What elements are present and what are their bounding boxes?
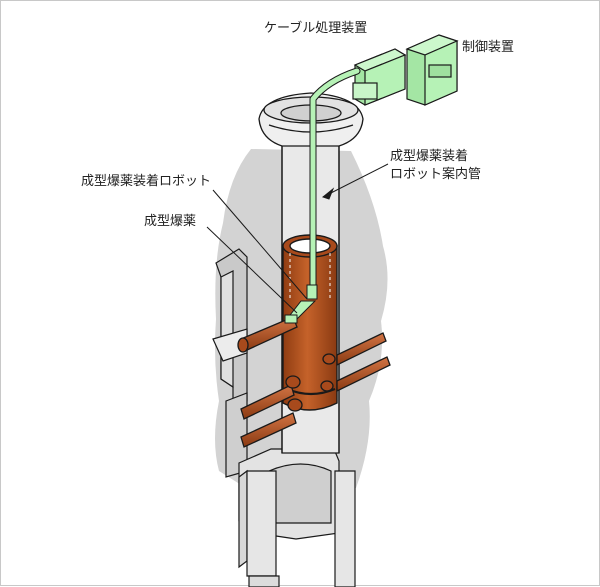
guide-pipe-label-line1: 成型爆薬装着 [390, 149, 469, 164]
cable-unit-label: ケーブル処理装置 [264, 21, 368, 36]
leader-lines [206, 163, 389, 314]
charge-label: 成型爆薬 [144, 214, 197, 229]
pipes [237, 316, 391, 448]
cable-unit [352, 48, 407, 106]
robot-label: 成型爆薬装着ロボット [81, 174, 212, 189]
robot [284, 284, 318, 324]
control-unit [405, 34, 459, 106]
guide-pipe-label-line2: ロボット案内管 [390, 167, 482, 182]
left-wall-steps [212, 248, 248, 478]
control-unit-label: 制御装置 [462, 40, 515, 55]
lower-shaft [238, 448, 356, 587]
